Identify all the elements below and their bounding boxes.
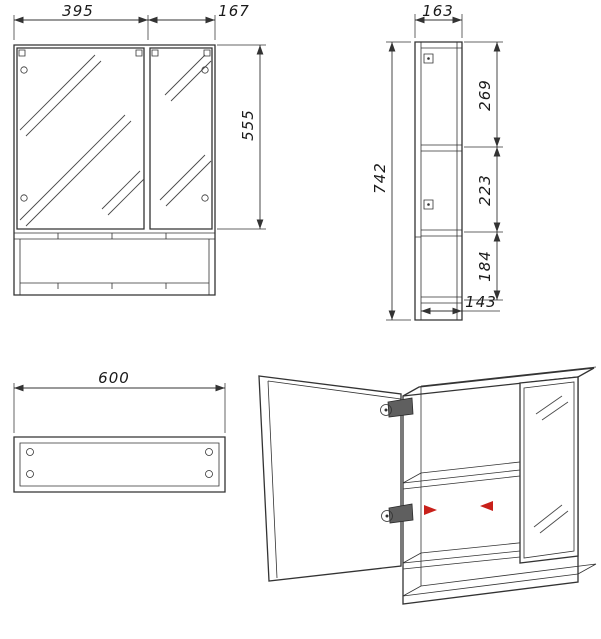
dim-label-front-left-door-width: 395: [62, 2, 94, 20]
adjustment-arrow-right-red: [424, 505, 437, 515]
hinge-dot: [427, 203, 430, 206]
3d-adjustment-arrows: [424, 501, 493, 515]
3d-right-mirror-inner-border: [523, 381, 575, 559]
hinge-arm-bottom: [388, 503, 414, 524]
3d-open-door: [258, 375, 402, 582]
dim-label-side-depth: 163: [422, 2, 454, 20]
front-hinge-marks: [20, 66, 209, 202]
dim-label-front-right-door-width: 167: [218, 2, 250, 20]
hinge-mark: [20, 194, 28, 202]
dim-label-plan-width: 600: [98, 369, 130, 387]
plan-inner-lines: [19, 442, 220, 487]
side-cabinet-outline: [414, 41, 463, 321]
front-cabinet-outline: [13, 44, 216, 296]
3d-mirror-hatching: [533, 395, 569, 534]
plan-extension-lines: [13, 383, 226, 433]
hinge-cup-bottom: [381, 510, 393, 522]
hole-mark: [205, 470, 213, 478]
hole-mark: [26, 470, 34, 478]
front-top-fittings: [18, 49, 211, 57]
plan-view: 600: [13, 369, 226, 493]
hinge-dot: [427, 57, 430, 60]
dim-label-side-section-top: 269: [476, 79, 494, 111]
perspective-view: [258, 366, 597, 605]
3d-open-door-edges: [267, 380, 402, 579]
hinge-block: [423, 53, 434, 210]
front-extension-lines: [13, 15, 266, 230]
dim-label-side-section-bottom: 184: [476, 250, 494, 282]
hinge-mark: [201, 66, 209, 74]
plan-hole-marks: [26, 448, 213, 478]
plan-outline: [13, 436, 226, 493]
3d-hinges: [380, 397, 414, 524]
side-view: 163 742 269 223 184 143: [371, 2, 503, 321]
front-mirror-hatching: [19, 54, 212, 227]
hinge-mark: [20, 66, 28, 74]
hinge-cup-dot: [384, 408, 388, 412]
side-internal-lines: [415, 42, 462, 320]
hinge-mark: [201, 194, 209, 202]
side-hinge-marks: [423, 53, 434, 210]
hinge-arm-top: [387, 397, 414, 418]
front-internal-lines: [14, 232, 215, 295]
dim-label-front-door-height: 555: [239, 109, 257, 141]
dim-label-side-section-middle: 223: [476, 174, 494, 206]
dim-label-side-total-height: 742: [371, 162, 389, 194]
side-extension-lines: [386, 14, 503, 321]
hole-mark: [205, 448, 213, 456]
hinge-cup-dot: [385, 514, 389, 518]
adjustment-arrow-left-red: [480, 501, 493, 511]
front-view: 395 167 555: [13, 2, 266, 296]
3d-right-mirror-door: [519, 376, 579, 564]
dim-label-side-shelf-depth: 143: [465, 293, 497, 311]
hinge-cup-top: [380, 404, 392, 416]
hole-mark: [26, 448, 34, 456]
